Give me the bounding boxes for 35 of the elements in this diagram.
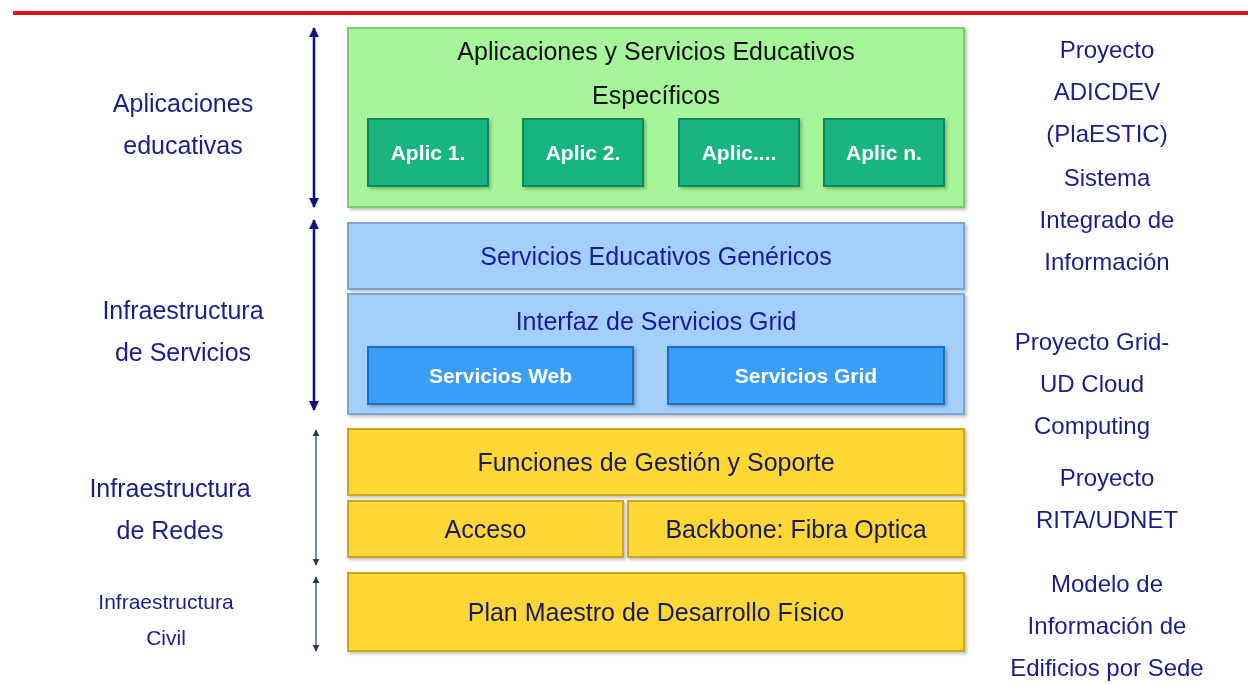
project-label: Infraestructura Civil	[97, 589, 235, 651]
service-box	[667, 346, 945, 405]
layer-box	[347, 27, 965, 208]
app-label: Aplic 1.	[389, 139, 467, 166]
project-label: Sistema Integrado de Información	[1038, 163, 1176, 277]
layer-title: Interfaz de Servicios Grid	[514, 306, 798, 337]
app-box	[823, 118, 945, 187]
app-box	[678, 118, 800, 187]
service-box	[367, 346, 634, 405]
project-label: Infraestructura de Servicios	[101, 295, 265, 368]
layer-box	[347, 293, 965, 415]
layer-title: Funciones de Gestión y Soporte	[476, 447, 836, 478]
project-label: Proyecto Grid-UD Cloud Computing	[1013, 327, 1171, 441]
layer-box	[627, 500, 965, 558]
layer-box	[347, 572, 965, 652]
app-label: Aplic n.	[845, 139, 923, 166]
layer-title: Servicios Educativos Genéricos	[479, 241, 833, 272]
layer-title: Backbone: Fibra Optica	[664, 514, 928, 545]
project-label: Infraestructura de Redes	[88, 473, 252, 546]
project-label: Proyecto ADICDEV (PlaESTIC)	[1045, 35, 1169, 149]
layer-box	[347, 500, 624, 558]
service-label: Servicios Web	[427, 362, 574, 389]
layer-box	[347, 222, 965, 290]
app-label: Aplic 2.	[544, 139, 622, 166]
layer-label: Proyecto RITA/UDNET	[1034, 463, 1180, 535]
app-label: Aplic....	[700, 139, 778, 166]
app-box	[522, 118, 644, 187]
layer-title: Plan Maestro de Desarrollo Físico	[466, 597, 846, 628]
layer-title: Aplicaciones y Servicios Educativos Específicos	[456, 36, 856, 111]
layer-label: Aplicaciones educativas	[111, 88, 255, 161]
service-label: Servicios Grid	[733, 362, 879, 389]
layer-label: Modelo de Información de Edificios por Sede	[1009, 569, 1205, 683]
app-box	[367, 118, 489, 187]
layer-box	[347, 428, 965, 496]
layer-title: Acceso	[443, 514, 528, 545]
